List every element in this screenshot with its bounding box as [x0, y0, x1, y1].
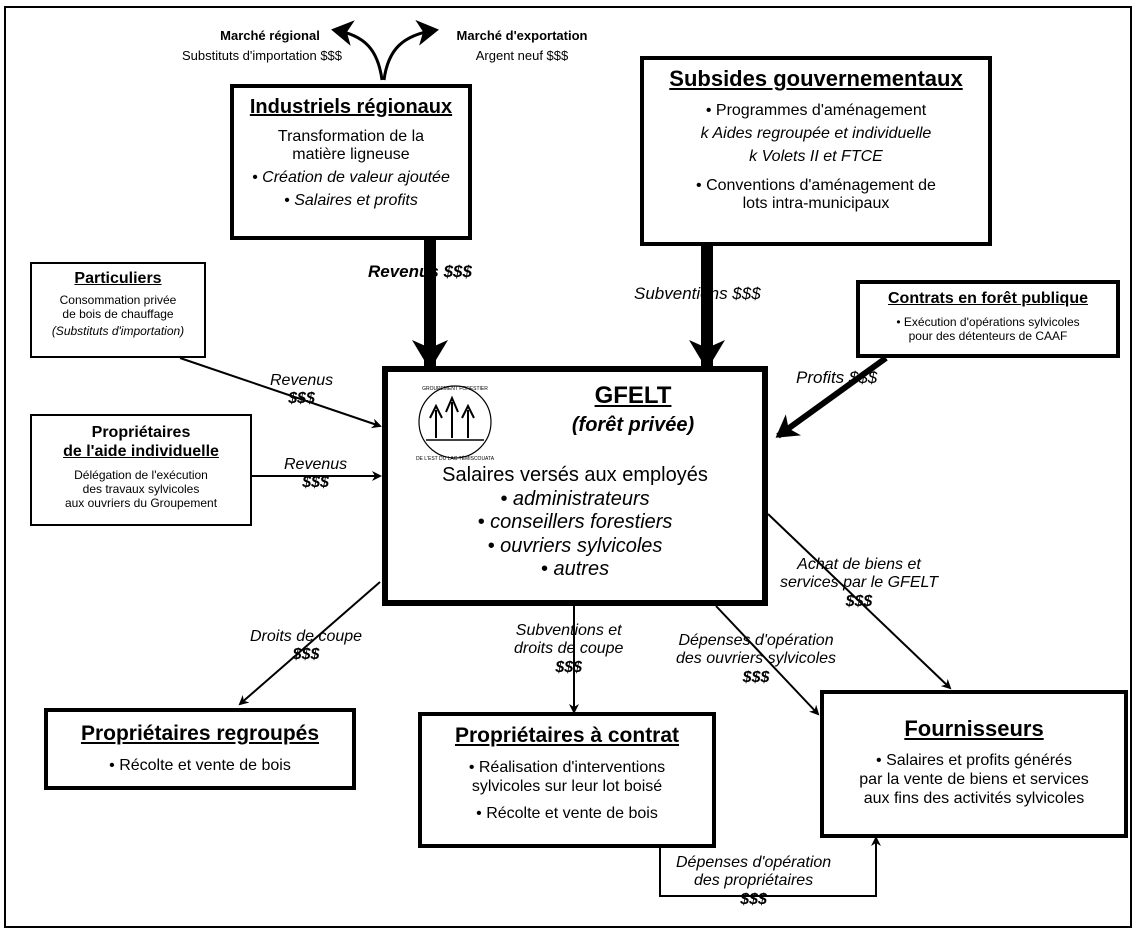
gfelt-title: GFELT: [594, 382, 672, 409]
industriels-line1: Transformation de la: [277, 127, 425, 145]
arrow-to-regional-market: [331, 20, 384, 81]
fournisseurs-title: Fournisseurs: [904, 716, 1044, 741]
particuliers-line3: (Substituts d'importation): [51, 324, 185, 339]
contrats-title: Contrats en forêt publique: [888, 290, 1088, 307]
regroupes-box: Propriétaires regroupés • Récolte et ven…: [44, 708, 356, 790]
contrats-line2: pour des détenteurs de CAAF: [908, 329, 1068, 344]
subsides-bullet1: • Programmes d'aménagement: [705, 101, 927, 119]
flow-profits-label: Profits $$$: [796, 368, 878, 387]
industriels-line2: matière ligneuse: [292, 146, 410, 164]
subsides-bullet2a: • Conventions d'aménagement de: [696, 176, 936, 194]
subsides-box: Subsides gouvernementaux • Programmes d'…: [640, 56, 992, 246]
contrat-title: Propriétaires à contrat: [454, 724, 680, 747]
proprietaires-aide-title1: Propriétaires: [91, 424, 191, 441]
diagram-frame: [4, 6, 1132, 928]
gfelt-item-autres: • autres: [540, 558, 610, 581]
gfelt-logo: GROUPEMENT FORESTIER DE L'EST DU LAC TÉM…: [416, 385, 495, 462]
arrow-depenses-ouvriers: [715, 605, 820, 716]
contrats-box: Contrats en forêt publique • Exécution d…: [856, 280, 1120, 358]
particuliers-title: Particuliers: [74, 270, 162, 287]
gfelt-salaires: Salaires versés aux employés: [442, 464, 708, 486]
gfelt-box: GROUPEMENT FORESTIER DE L'EST DU LAC TÉM…: [382, 366, 768, 606]
gfelt-subtitle: (forêt privée): [571, 414, 695, 436]
fournisseurs-line3: aux fins des activités sylvicoles: [863, 789, 1085, 807]
industriels-bullet1: • Création de valeur ajoutée: [252, 169, 450, 187]
proprietaires-aide-line3: aux ouvriers du Groupement: [64, 496, 218, 511]
gfelt-item-ouvriers: • ouvriers sylvicoles: [487, 534, 663, 557]
flow-revenus-aide-label: Revenus$$$: [284, 456, 348, 492]
export-market-subtitle: Argent neuf $$$: [475, 48, 569, 63]
fournisseurs-line1: • Salaires et profits générés: [876, 751, 1072, 769]
industriels-title: Industriels régionaux: [249, 96, 453, 118]
gfelt-employees-list: Salaires versés aux employés • administr…: [388, 464, 762, 582]
industriels-bullet2: • Salaires et profits: [284, 192, 418, 210]
gfelt-logo-bottom-text: DE L'EST DU LAC TÉMISCOUATA: [416, 455, 495, 462]
fournisseurs-box: Fournisseurs • Salaires et profits génér…: [820, 690, 1128, 838]
particuliers-line1: Consommation privée: [59, 292, 177, 307]
particuliers-line2: de bois de chauffage: [62, 307, 174, 322]
flow-revenus-industriels-label: Revenus $$$: [368, 262, 472, 281]
regroupes-title: Propriétaires regroupés: [80, 722, 320, 745]
proprietaires-aide-box: Propriétaires de l'aide individuelle Dél…: [30, 414, 252, 526]
particuliers-box: Particuliers Consommation privée de bois…: [30, 262, 206, 358]
contrat-box: Propriétaires à contrat • Réalisation d'…: [418, 712, 716, 848]
proprietaires-aide-line2: des travaux sylvicoles: [82, 481, 200, 496]
contrats-line1: • Exécution d'opérations sylvicoles: [896, 314, 1080, 329]
contrat-bullet1a: • Réalisation d'interventions: [468, 758, 666, 776]
industriels-box: Industriels régionaux Transformation de …: [230, 84, 472, 240]
arrow-depenses-proprietaires: [659, 836, 881, 897]
flow-subventions-label: Subventions $$$: [634, 284, 761, 303]
contrat-bullet1b: sylvicoles sur leur lot boisé: [471, 777, 663, 795]
subsides-bullet2b: lots intra-municipaux: [742, 195, 890, 213]
arrow-droits-coupe: [238, 581, 381, 706]
proprietaires-aide-line1: Délégation de l'exécution: [74, 467, 208, 482]
subsides-title: Subsides gouvernementaux: [669, 66, 963, 91]
regional-market-title: Marché régional: [220, 28, 320, 43]
contrat-bullet2: • Récolte et vente de bois: [476, 804, 658, 822]
subsides-sub2: k Volets II et FTCE: [749, 147, 883, 165]
export-market-title: Marché d'exportation: [456, 28, 588, 43]
arrow-profits: [775, 355, 888, 439]
flow-droits-label: Droits de coupe$$$: [250, 628, 363, 664]
gfelt-logo-top-text: GROUPEMENT FORESTIER: [422, 386, 488, 392]
arrow-revenus-particuliers: [179, 357, 382, 429]
flow-revenus-particuliers-label: Revenus$$$: [270, 372, 334, 408]
arrow-to-export-market: [382, 19, 439, 81]
regional-market-subtitle: Substituts d'importation $$$: [181, 48, 343, 63]
arrow-achat: [767, 513, 952, 690]
gfelt-item-administrateurs: • administrateurs: [500, 487, 650, 510]
gfelt-item-conseillers: • conseillers forestiers: [477, 511, 673, 534]
subsides-sub1: k Aides regroupée et individuelle: [700, 124, 932, 142]
fournisseurs-line2: par la vente de biens et services: [859, 770, 1089, 788]
regroupes-bullet1: • Récolte et vente de bois: [109, 756, 291, 774]
proprietaires-aide-title2: de l'aide individuelle: [63, 442, 219, 460]
